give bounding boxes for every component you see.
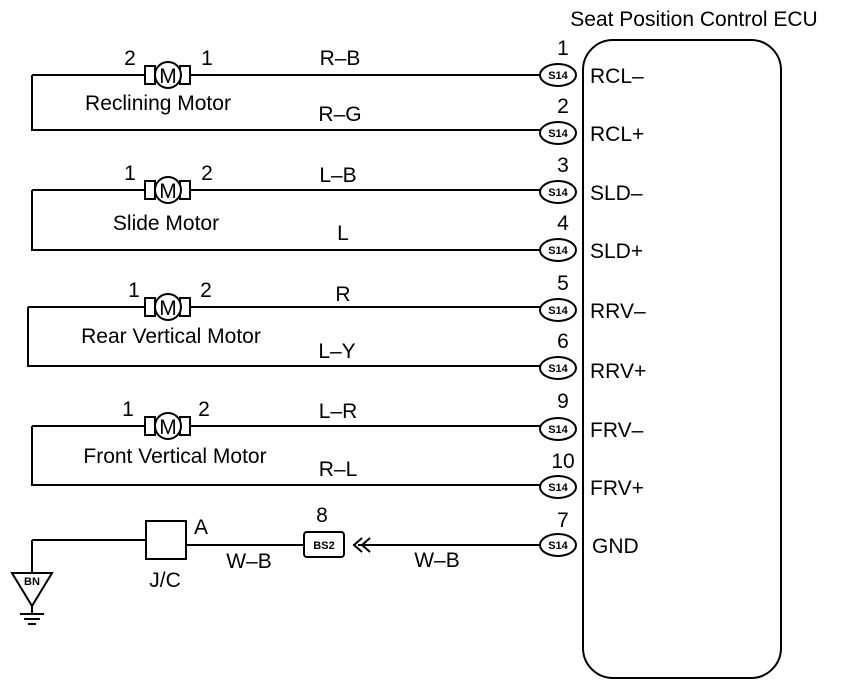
svg-text:S14: S14	[548, 305, 568, 317]
wire-color: L–R	[319, 400, 358, 423]
svg-text:S14: S14	[548, 540, 568, 552]
splice-bs2: BS2 8	[303, 504, 345, 558]
wire-loop-bottom	[31, 75, 540, 131]
connector-pin: S14 1 RCL–	[539, 37, 644, 88]
svg-text:RRV–: RRV–	[590, 300, 646, 323]
wire-color: W–B	[414, 549, 460, 572]
motor-terminal-right: 1	[201, 47, 213, 70]
svg-text:S14: S14	[548, 128, 568, 140]
svg-text:SLD–: SLD–	[590, 182, 643, 205]
svg-text:7: 7	[557, 509, 569, 532]
svg-text:8: 8	[316, 504, 328, 527]
svg-text:S14: S14	[548, 482, 568, 494]
ground-icon: BN	[10, 572, 54, 625]
motor-label: Front Vertical Motor	[83, 445, 266, 468]
svg-text:10: 10	[551, 450, 574, 473]
svg-text:FRV+: FRV+	[590, 477, 644, 500]
junction-connector: J/C A	[145, 516, 208, 592]
motor-label: Rear Vertical Motor	[81, 325, 261, 348]
svg-text:M: M	[159, 297, 177, 320]
wire-color: R	[335, 283, 350, 306]
svg-text:2: 2	[557, 95, 569, 118]
motor-label: Slide Motor	[113, 212, 219, 235]
svg-text:RCL+: RCL+	[590, 123, 644, 146]
svg-text:M: M	[159, 65, 177, 88]
svg-text:6: 6	[557, 330, 569, 353]
connector-pin: S14 2 RCL+	[539, 95, 644, 146]
connector-pin: S14 10 FRV+	[539, 450, 644, 500]
connector-pin: S14 6 RRV+	[539, 330, 646, 383]
motor-terminal-right: 2	[201, 162, 213, 185]
arrow-icon	[352, 537, 371, 553]
wire-color: R–B	[320, 47, 361, 70]
connector-pin: S14 5 RRV–	[539, 272, 646, 323]
svg-text:M: M	[159, 416, 177, 439]
svg-text:GND: GND	[592, 535, 639, 558]
svg-text:BS2: BS2	[313, 540, 334, 552]
svg-text:S14: S14	[548, 363, 568, 375]
svg-text:J/C: J/C	[149, 569, 181, 592]
motor-terminal-right: 2	[198, 398, 210, 421]
circuit-reclining: M 2 1 Reclining Motor R–B R–G S14 1 RCL–…	[31, 37, 644, 146]
svg-text:1: 1	[557, 37, 569, 60]
svg-text:S14: S14	[548, 70, 568, 82]
wire-color: R–G	[318, 103, 361, 126]
wire-color: L	[337, 222, 349, 245]
svg-text:SLD+: SLD+	[590, 240, 643, 263]
svg-text:3: 3	[557, 154, 569, 177]
svg-text:4: 4	[557, 212, 569, 235]
wire-color: L–Y	[318, 340, 355, 363]
svg-text:S14: S14	[548, 187, 568, 199]
svg-text:RRV+: RRV+	[590, 360, 646, 383]
ecu-body	[582, 39, 782, 679]
circuit-ground: BS2 8 J/C A W–B W–B BN S14 7 GND	[10, 504, 639, 625]
wire-color: L–B	[319, 164, 356, 187]
slide-motor-icon: M	[144, 176, 191, 204]
svg-text:A: A	[194, 516, 208, 539]
svg-text:BN: BN	[24, 576, 40, 588]
svg-text:S14: S14	[548, 424, 568, 436]
reclining-motor-icon: M	[144, 61, 191, 89]
connector-pin: S14 7 GND	[539, 509, 639, 558]
svg-text:5: 5	[557, 272, 569, 295]
svg-text:M: M	[159, 180, 177, 203]
connector-pin: S14 9 FRV–	[539, 390, 644, 442]
svg-text:9: 9	[557, 390, 569, 413]
rear-vertical-motor-icon: M	[144, 293, 191, 321]
circuit-front-vertical: M 1 2 Front Vertical Motor L–R R–L S14 9…	[31, 390, 644, 500]
connector-pin: S14 3 SLD–	[539, 154, 643, 205]
svg-text:RCL–: RCL–	[590, 65, 644, 88]
wire-color: R–L	[319, 458, 358, 481]
front-vertical-motor-icon: M	[144, 412, 191, 440]
motor-terminal-right: 2	[200, 279, 212, 302]
motor-terminal-left: 1	[122, 398, 134, 421]
motor-label: Reclining Motor	[85, 92, 231, 115]
motor-terminal-left: 2	[124, 47, 136, 70]
ecu-title: Seat Position Control ECU	[570, 8, 817, 31]
motor-terminal-left: 1	[124, 162, 136, 185]
circuit-slide: M 1 2 Slide Motor L–B L S14 3 SLD– S14 4…	[31, 154, 643, 263]
circuit-rear-vertical: M 1 2 Rear Vertical Motor R L–Y S14 5 RR…	[27, 272, 646, 383]
svg-text:S14: S14	[548, 245, 568, 257]
motor-terminal-left: 1	[128, 279, 140, 302]
wire-color: W–B	[226, 550, 272, 573]
connector-pin: S14 4 SLD+	[539, 212, 643, 263]
svg-text:FRV–: FRV–	[590, 419, 644, 442]
